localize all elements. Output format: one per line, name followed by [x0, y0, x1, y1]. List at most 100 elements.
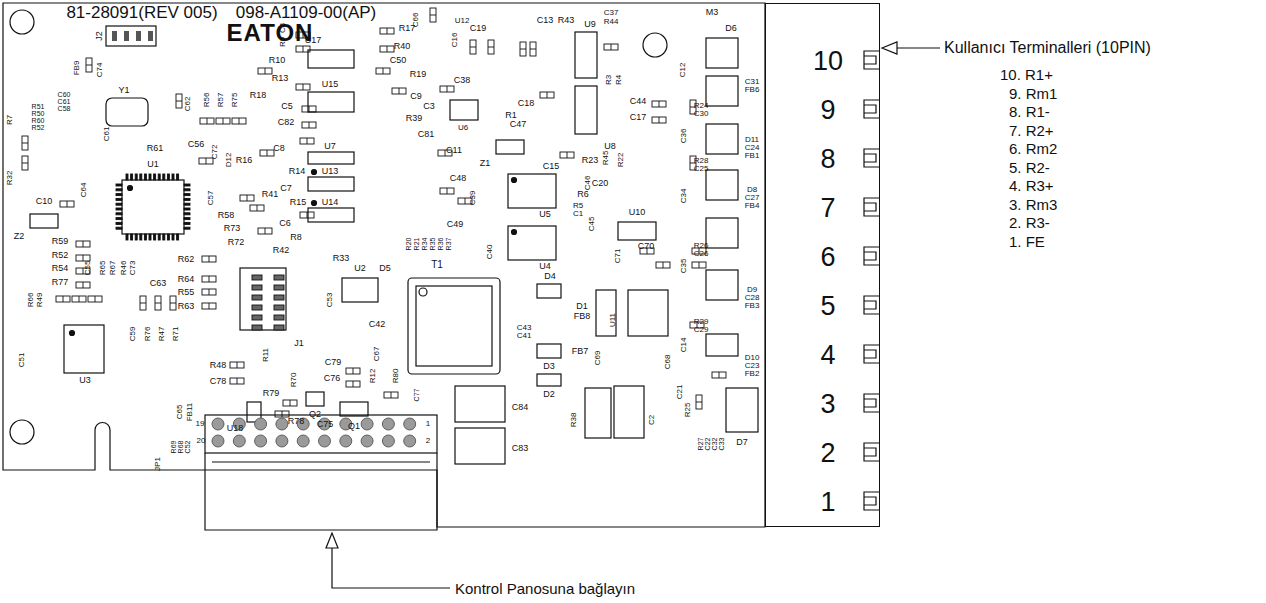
- component-designator: R79: [263, 389, 280, 398]
- component-designator: C57: [207, 191, 215, 206]
- connector-pin: [382, 435, 394, 447]
- terminal-number: 5: [820, 293, 835, 320]
- component-designator: C2: [648, 415, 656, 425]
- chip-pin: [135, 234, 137, 240]
- terminal-tab: [864, 394, 880, 412]
- smd-pad: [520, 42, 526, 56]
- capacitor: [455, 386, 505, 422]
- pin-assignment: 9. Rm1: [1009, 85, 1057, 100]
- terminal-number: 3: [820, 391, 835, 418]
- connector-pin: [319, 435, 331, 447]
- component-designator: C77: [413, 389, 420, 402]
- component-designator: C84: [512, 403, 529, 412]
- component-designator: C52: [184, 441, 191, 454]
- component-designator: C81: [418, 130, 435, 139]
- diode: [596, 290, 616, 336]
- chip-pin: [184, 227, 190, 229]
- chip-pin: [163, 174, 165, 180]
- component-designator: R40: [394, 42, 411, 51]
- pin-number: 19: [196, 420, 205, 428]
- mounting-hole: [10, 10, 34, 34]
- pin-assignment: 10. R1+: [1000, 67, 1053, 82]
- transistor: [306, 392, 324, 406]
- component-designator: C28: [745, 294, 760, 302]
- chip-pin: [163, 234, 165, 240]
- chip-pin: [131, 234, 133, 240]
- component-designator: R9: [279, 37, 287, 47]
- chip-pin: [116, 218, 122, 220]
- smd-pad: [258, 228, 272, 234]
- chip-pin: [158, 234, 160, 240]
- smd-pad: [692, 262, 706, 268]
- smd-pad: [392, 88, 406, 94]
- component-designator: R47: [158, 327, 166, 342]
- component-designator: D3: [543, 362, 555, 371]
- component-designator: D1: [576, 302, 588, 311]
- component-designator: FB3: [745, 302, 760, 310]
- component-designator: C15: [543, 162, 560, 171]
- soic-chip: [308, 152, 354, 164]
- terminal-number: 9: [820, 97, 835, 124]
- component-designator: C24: [745, 144, 760, 152]
- smd-pad: [283, 400, 297, 406]
- component-designator: R33: [333, 254, 350, 263]
- component-designator: C65: [176, 405, 184, 420]
- component-designator: J2: [95, 31, 104, 41]
- diode: [537, 284, 561, 298]
- component-designator: D4: [544, 272, 556, 281]
- component-designator: C78: [210, 377, 227, 386]
- component-designator: U18: [227, 424, 244, 433]
- chip-pin: [116, 198, 122, 200]
- diode-package: [706, 76, 738, 106]
- component-designator: U12: [455, 17, 470, 25]
- board-outline: [3, 3, 765, 527]
- smd-pad: [202, 276, 216, 282]
- smd-pad: [488, 40, 494, 54]
- component-designator: C18: [518, 99, 535, 108]
- smd-pad: [652, 117, 666, 123]
- chip-pin: [116, 227, 122, 229]
- component-designator: C41: [517, 332, 532, 340]
- component-designator: FB2: [745, 370, 760, 378]
- header-j2: [106, 26, 156, 46]
- component-designator: C7: [280, 184, 292, 193]
- mounting-hole: [10, 420, 34, 444]
- smd-pad: [60, 201, 74, 207]
- component-designator: C30: [694, 110, 709, 118]
- component-designator: C76: [324, 374, 341, 383]
- leader-line: [332, 548, 450, 588]
- component-designator: R71: [172, 327, 180, 342]
- terminal-tab: [864, 51, 880, 69]
- component-designator: C13: [537, 16, 554, 25]
- connector-pin: [361, 418, 373, 430]
- component-designator: C14: [680, 338, 688, 353]
- soic-chip: [618, 222, 656, 240]
- smd-pad: [170, 296, 176, 310]
- smd-pad: [56, 296, 70, 302]
- component-designator: C38: [454, 76, 471, 85]
- chip-pin: [184, 198, 190, 200]
- component-designator: R70: [290, 373, 298, 388]
- component-designator: U9: [584, 20, 596, 29]
- component-designator: D10: [745, 354, 760, 362]
- chip-pin: [116, 184, 122, 186]
- terminal-number: 1: [820, 489, 835, 516]
- connector-pin: [361, 435, 373, 447]
- component-designator: R13: [272, 74, 289, 83]
- component-designator: J1: [294, 339, 304, 348]
- terminal-tab: [864, 149, 880, 167]
- component-designator: JP1: [154, 457, 162, 471]
- smd-pad: [296, 84, 310, 90]
- component-designator: FB9: [73, 61, 81, 76]
- terminal-tab: [864, 198, 880, 216]
- connector-pin: [404, 435, 416, 447]
- component-designator: R58: [218, 211, 235, 220]
- soic-chip: [628, 290, 668, 336]
- header-pin: [252, 325, 262, 330]
- component-designator: C69: [594, 351, 602, 366]
- component-designator: U15: [322, 80, 339, 89]
- component-designator: C42: [369, 320, 386, 329]
- terminal-block: 10987654321: [765, 3, 880, 527]
- soic-chip: [575, 32, 597, 78]
- smd-pad: [604, 44, 618, 50]
